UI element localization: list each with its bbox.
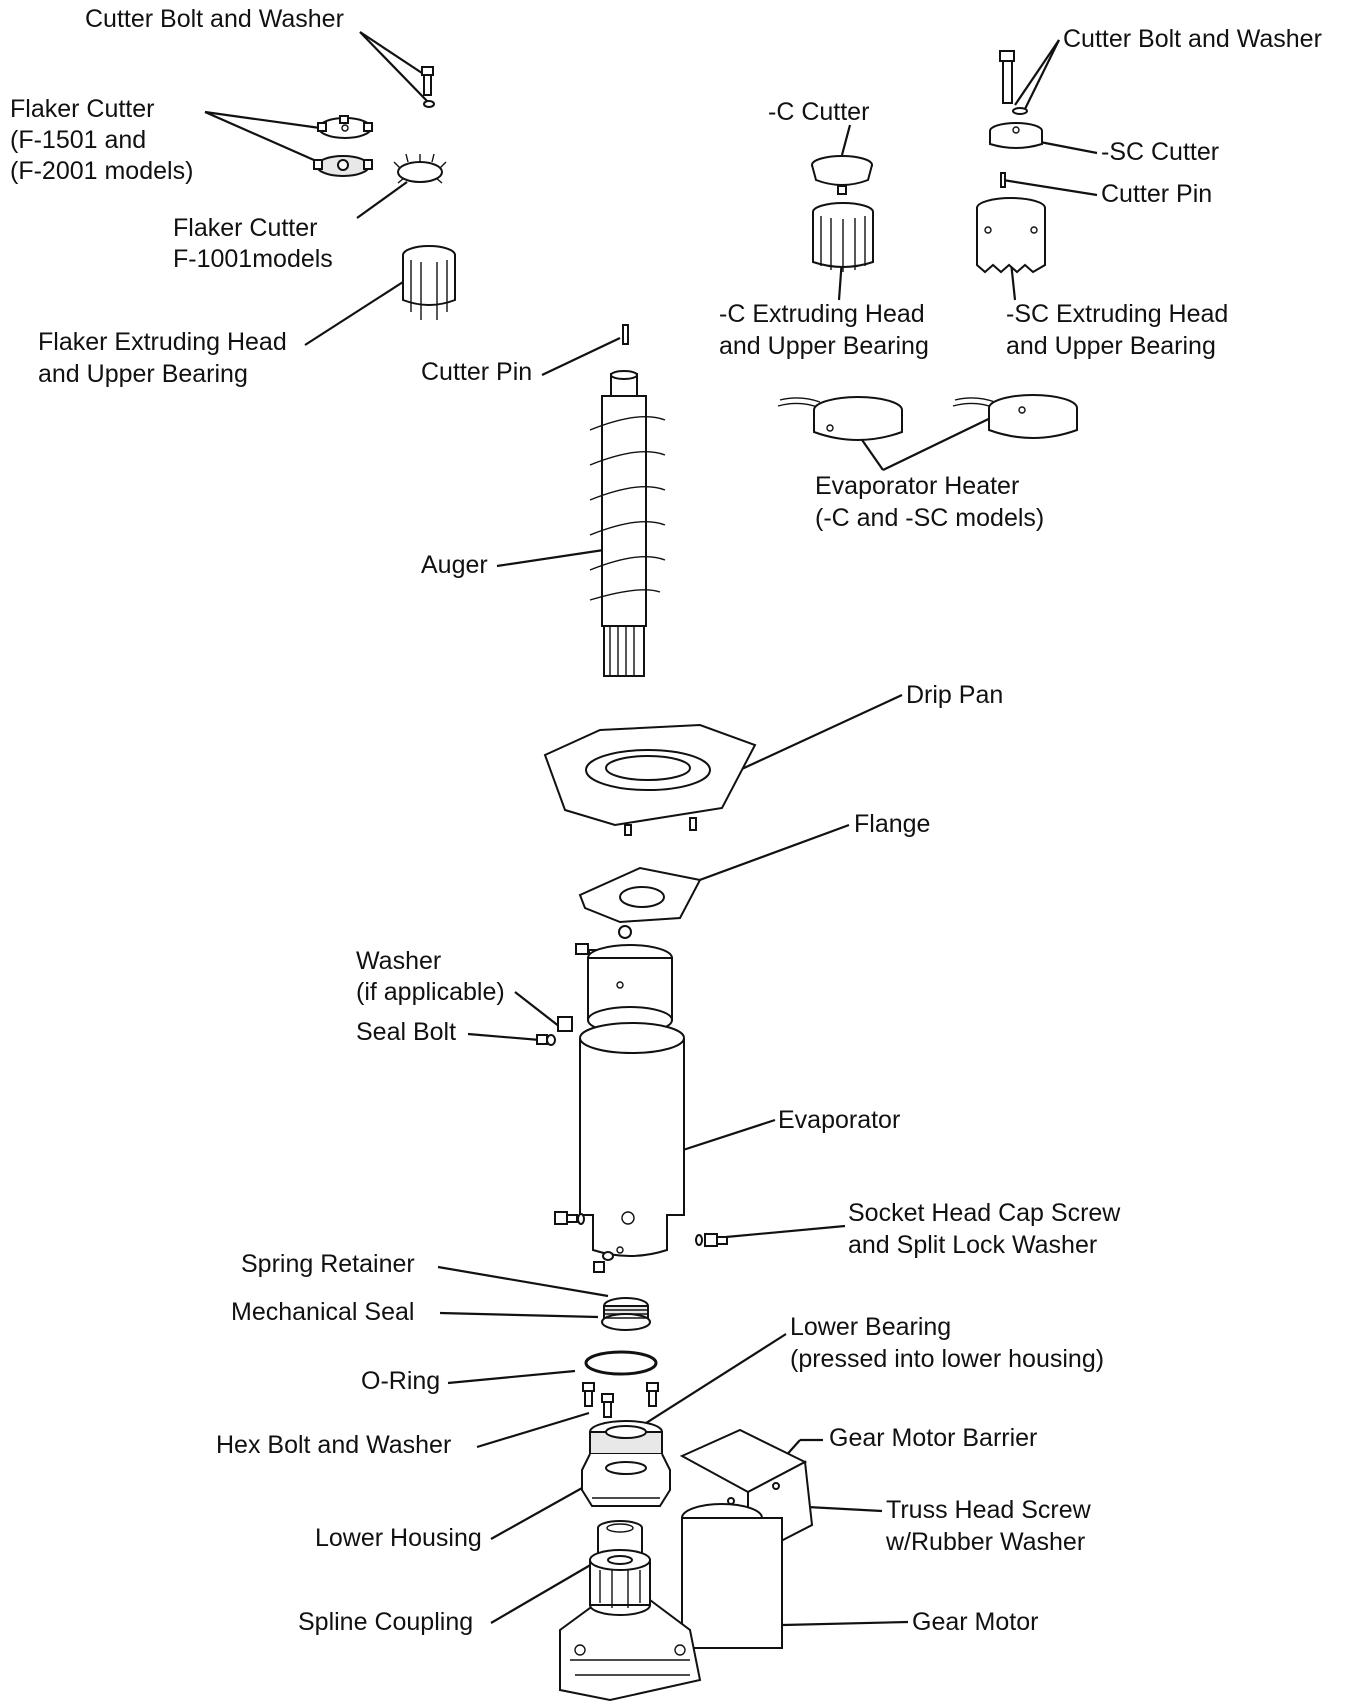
label-lower-housing: Lower Housing xyxy=(315,1524,482,1552)
lower-housing xyxy=(581,1420,671,1507)
cutter-pin-left xyxy=(622,324,629,345)
label-seal-bolt: Seal Bolt xyxy=(356,1018,456,1046)
label-flaker-extruding-head: Flaker Extruding Head xyxy=(38,328,287,356)
label-flaker-extruding-head-bearing: and Upper Bearing xyxy=(38,360,248,388)
evaporator-heater-right xyxy=(952,394,1078,439)
label-auger: Auger xyxy=(421,551,488,579)
label-gear-motor-barrier: Gear Motor Barrier xyxy=(829,1424,1037,1452)
label-hex-bolt-washer: Hex Bolt and Washer xyxy=(216,1431,451,1459)
cutter-bolt-right xyxy=(999,50,1028,115)
label-split-lock-washer: and Split Lock Washer xyxy=(848,1231,1097,1259)
flaker-cutter-f1501 xyxy=(317,115,373,139)
flaker-cutter-f1001 xyxy=(393,153,447,184)
evaporator-heater-left xyxy=(777,396,903,441)
label-evaporator: Evaporator xyxy=(778,1106,900,1134)
label-c-cutter: -C Cutter xyxy=(768,98,869,126)
label-rubber-washer: w/Rubber Washer xyxy=(885,1528,1085,1556)
label-sc-extruding-head: -SC Extruding Head xyxy=(1006,300,1228,328)
auger xyxy=(589,370,666,677)
flange xyxy=(578,866,702,939)
label-cutter-pin-right: Cutter Pin xyxy=(1101,180,1212,208)
hex-bolts xyxy=(582,1382,659,1418)
label-washer: Washer xyxy=(356,947,441,975)
label-flaker-cutter-f1001: Flaker Cutter xyxy=(173,214,317,242)
drip-pan xyxy=(543,723,757,836)
label-mechanical-seal: Mechanical Seal xyxy=(231,1298,414,1326)
label-evaporator-heater: Evaporator Heater xyxy=(815,472,1019,500)
label-flange: Flange xyxy=(854,810,930,838)
label-lower-bearing: Lower Bearing xyxy=(790,1313,951,1341)
label-spline-coupling: Spline Coupling xyxy=(298,1608,473,1636)
flaker-extruding-head xyxy=(402,245,456,320)
label-socket-head-cap-screw: Socket Head Cap Screw xyxy=(848,1199,1121,1227)
label-sc-cutter: -SC Cutter xyxy=(1101,138,1219,166)
cutter-pin-right xyxy=(1000,172,1006,188)
label-truss-head-screw: Truss Head Screw xyxy=(886,1496,1092,1524)
c-extruding-head xyxy=(812,202,874,272)
label-drip-pan: Drip Pan xyxy=(906,681,1003,709)
label-c-extruding-head: -C Extruding Head xyxy=(719,300,925,328)
mechanical-seal xyxy=(601,1297,651,1331)
socket-head-cap-screws xyxy=(554,1211,728,1273)
label-sc-extruding-head-bearing: and Upper Bearing xyxy=(1006,332,1216,360)
label-gear-motor: Gear Motor xyxy=(912,1608,1038,1636)
label-cutter-pin-left: Cutter Pin xyxy=(421,358,532,386)
gear-motor xyxy=(559,1503,783,1702)
label-lower-bearing-note: (pressed into lower housing) xyxy=(790,1345,1104,1373)
label-flaker-cutter-models-b: (F-2001 models) xyxy=(10,157,193,185)
label-flaker-cutter-models-a: (F-1501 and xyxy=(10,126,146,154)
c-cutter xyxy=(811,155,873,195)
o-ring xyxy=(584,1350,658,1376)
label-evaporator-heater-models: (-C and -SC models) xyxy=(815,504,1044,532)
label-cutter-bolt-washer-right: Cutter Bolt and Washer xyxy=(1063,25,1322,53)
evaporator xyxy=(579,944,685,1257)
label-flaker-cutter: Flaker Cutter xyxy=(10,95,154,123)
label-o-ring: O-Ring xyxy=(361,1367,440,1395)
label-washer-applicable: (if applicable) xyxy=(356,978,505,1006)
sc-extruding-head xyxy=(976,197,1046,274)
label-cutter-bolt-washer-left: Cutter Bolt and Washer xyxy=(85,5,344,33)
flaker-cutter-f2001 xyxy=(313,155,373,177)
label-flaker-cutter-f1001-models: F-1001models xyxy=(173,245,333,273)
label-spring-retainer: Spring Retainer xyxy=(241,1250,415,1278)
sc-cutter xyxy=(989,122,1043,149)
cutter-bolt-left xyxy=(421,66,435,108)
label-c-extruding-head-bearing: and Upper Bearing xyxy=(719,332,929,360)
